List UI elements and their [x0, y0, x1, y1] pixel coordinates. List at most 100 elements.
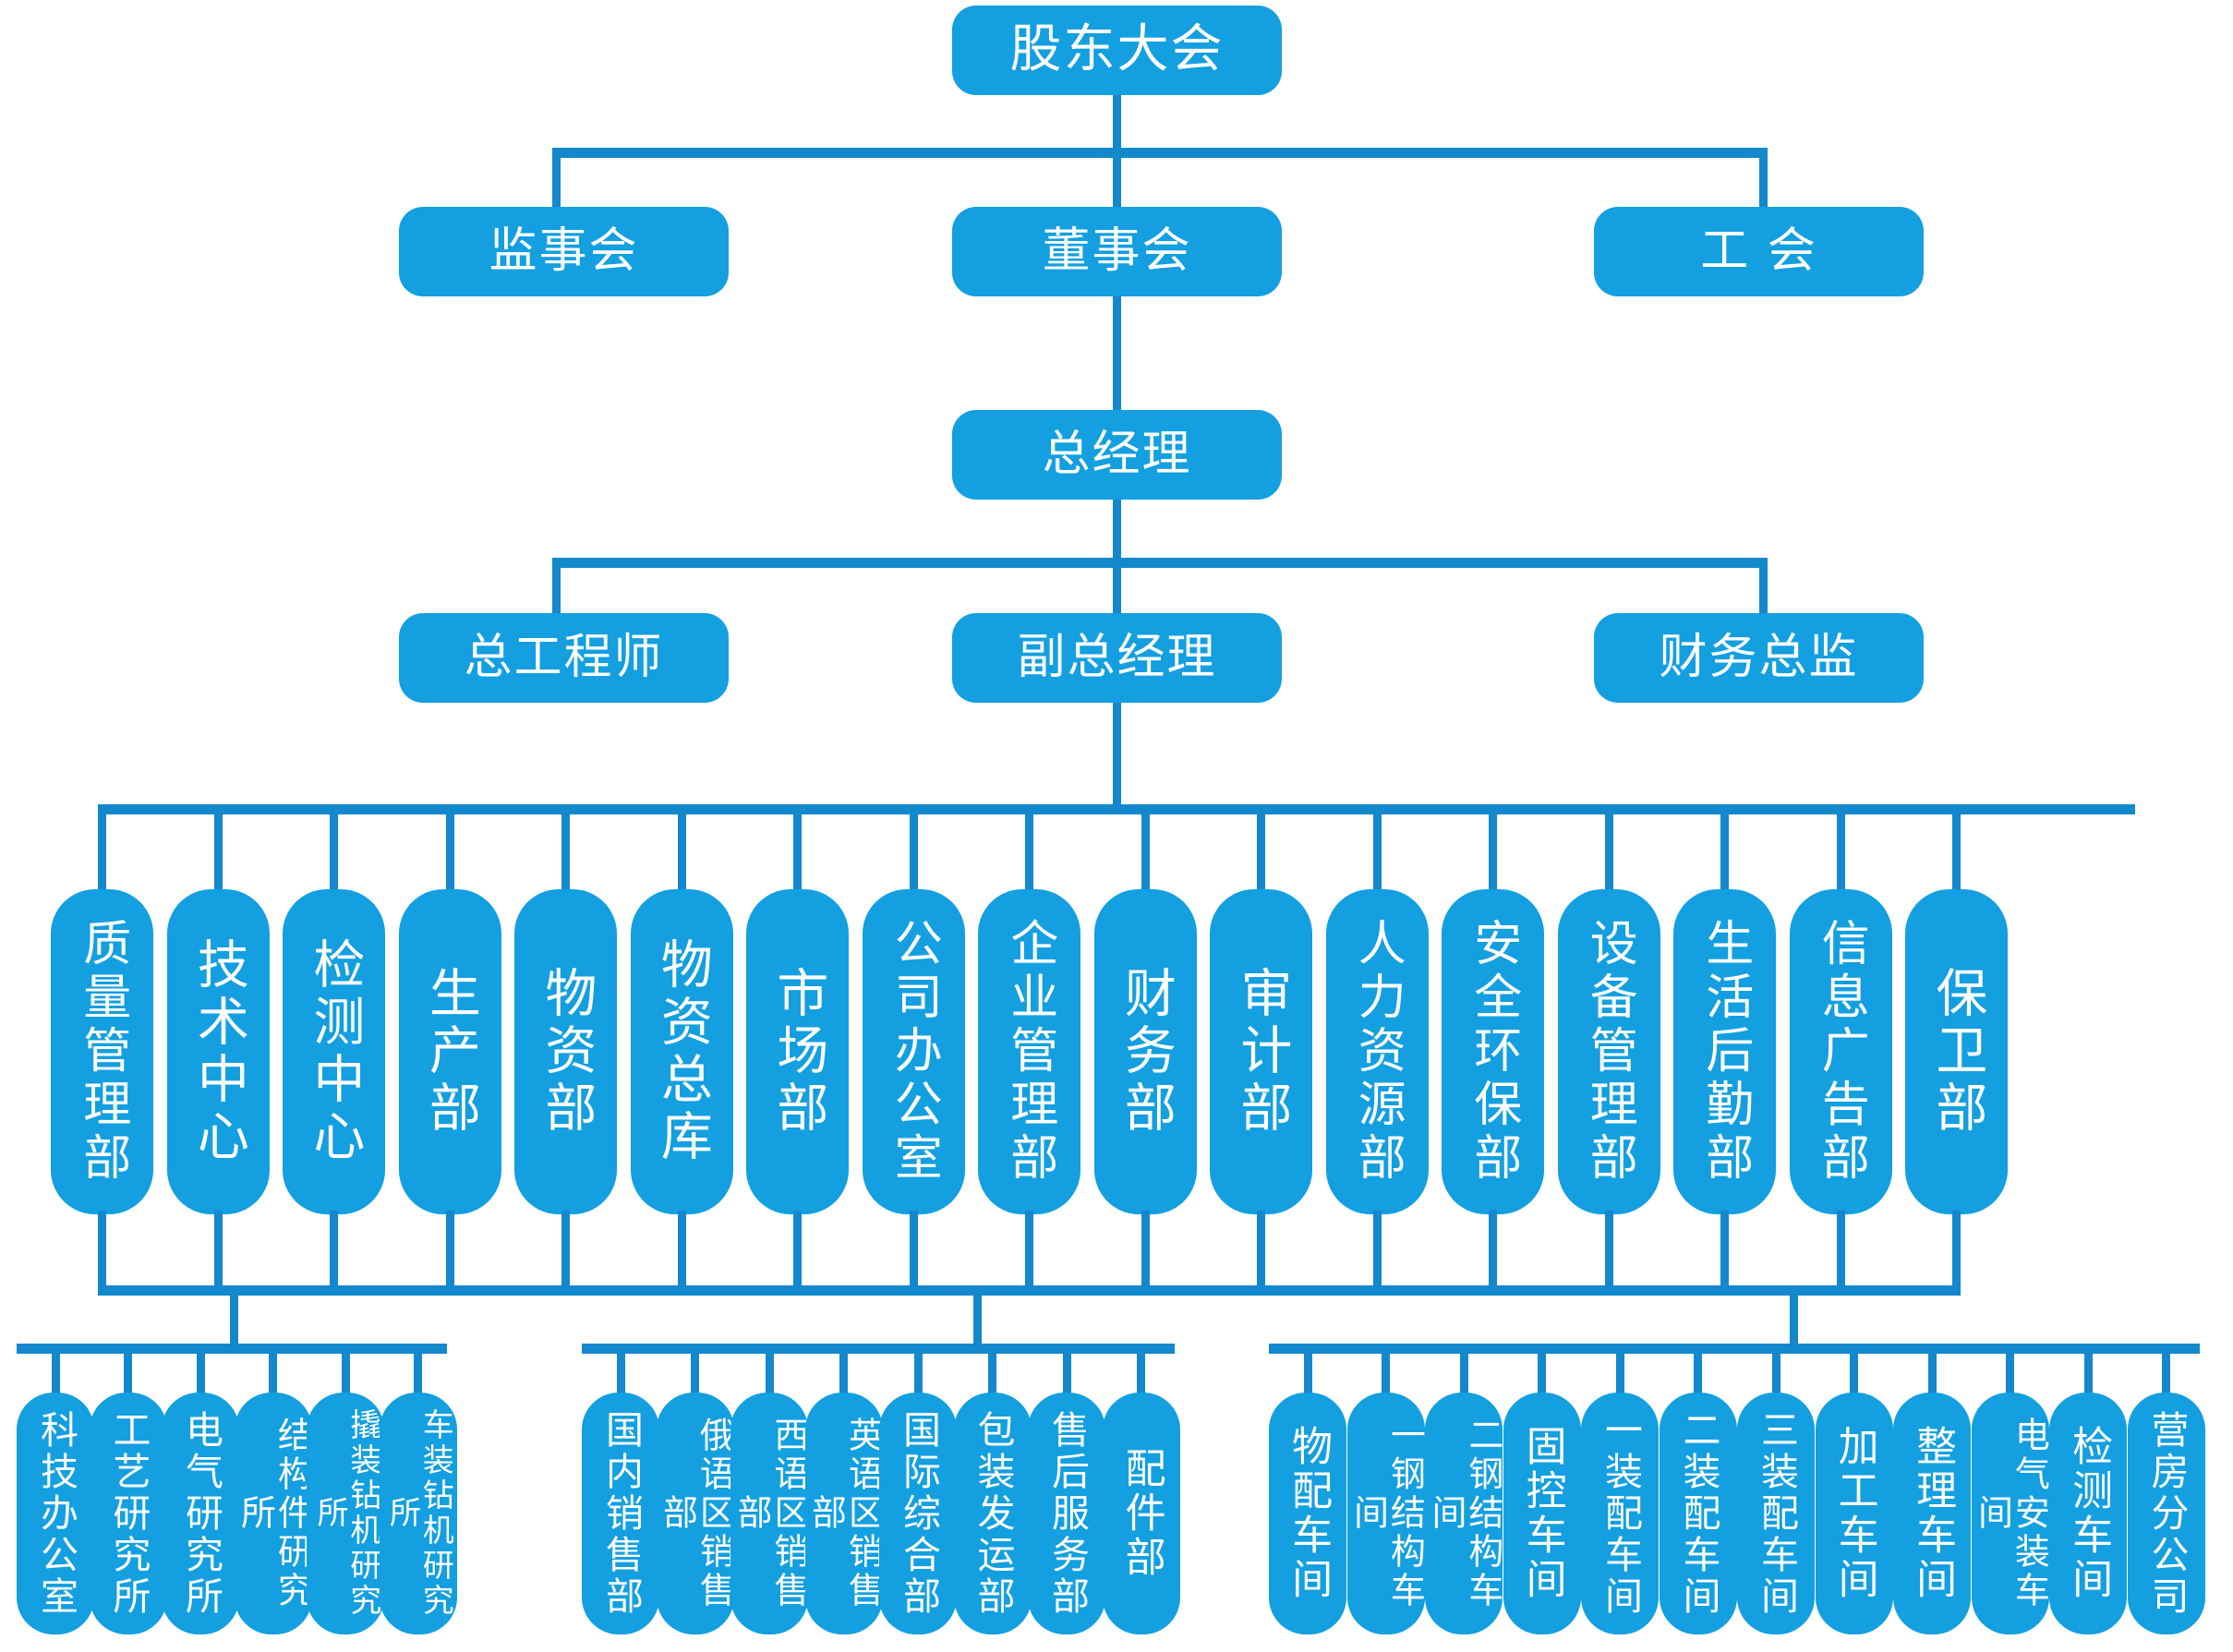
subgroup-node[interactable]: 配件部 — [1102, 1393, 1180, 1634]
subgroup-node[interactable]: 国内销售部 — [582, 1393, 659, 1634]
connector-l2-drop-3 — [1759, 148, 1768, 207]
department-node[interactable]: 物资部 — [514, 889, 617, 1214]
department-node[interactable]: 财务部 — [1093, 889, 1197, 1214]
node-deputy-general-manager[interactable]: 副总经理 — [952, 613, 1282, 703]
node-general-manager[interactable]: 总经理 — [952, 410, 1282, 500]
subgroup-node[interactable]: 工艺研究所 — [89, 1393, 167, 1634]
connector-l4-bus — [552, 558, 1768, 568]
subgroup-node[interactable]: 俄语区销售部 — [656, 1393, 734, 1634]
connector-department-drop-8 — [909, 804, 918, 893]
connector-department-stub-16 — [1836, 1211, 1845, 1293]
connector-subgroup-drop — [341, 1344, 350, 1398]
connector-l4-drop-3 — [1759, 558, 1768, 613]
subgroup-node[interactable]: 科技办公室 — [17, 1393, 94, 1634]
connector-department-stub-3 — [330, 1211, 338, 1293]
connector-group-production-riser — [1790, 1285, 1798, 1350]
department-node[interactable]: 人力资源部 — [1325, 889, 1429, 1214]
connector-subgroup-drop — [414, 1344, 422, 1398]
subgroup-node[interactable]: 电气研究所 — [162, 1393, 239, 1634]
connector-department-drop-17 — [1952, 804, 1961, 893]
department-node[interactable]: 企业管理部 — [978, 889, 1080, 1214]
connector-department-stub-6 — [677, 1211, 686, 1293]
connector-subgroup-drop — [1382, 1344, 1390, 1398]
connector-department-drop-15 — [1720, 804, 1729, 893]
connector-department-drop-14 — [1604, 804, 1613, 893]
connector-department-drop-3 — [330, 804, 338, 893]
department-node[interactable]: 生产部 — [398, 889, 501, 1214]
subgroup-node[interactable]: 加工车间 — [1815, 1393, 1893, 1634]
department-node[interactable]: 生活后勤部 — [1673, 889, 1776, 1214]
connector-department-stub-10 — [1141, 1211, 1150, 1293]
subgroup-node[interactable]: 包装发运部 — [953, 1393, 1032, 1634]
connector-department-drop-10 — [1141, 804, 1150, 893]
subgroup-node[interactable]: 结构件研究所 — [234, 1393, 312, 1634]
subgroup-node[interactable]: 一钢结构车间 — [1346, 1393, 1425, 1634]
subgroup-node[interactable]: 车装钻机研究所 — [379, 1393, 457, 1634]
node-financial-director[interactable]: 财务总监 — [1594, 613, 1924, 703]
connector-department-drop-4 — [445, 804, 454, 893]
connector-subgroup-drop — [1459, 1344, 1468, 1398]
connector-department-drop-11 — [1257, 804, 1265, 893]
connector-department-drop-7 — [793, 804, 802, 893]
connector-department-stub-13 — [1489, 1211, 1497, 1293]
subgroup-node[interactable]: 三装配车间 — [1737, 1393, 1815, 1634]
connector-l2-l3 — [1113, 296, 1121, 413]
department-node[interactable]: 市场部 — [746, 889, 849, 1214]
node-board-of-directors[interactable]: 董事会 — [952, 207, 1282, 296]
connector-subgroup-drop — [1850, 1344, 1858, 1398]
department-node[interactable]: 质量管理部 — [51, 889, 153, 1214]
subgroup-node[interactable]: 检测车间 — [2049, 1393, 2127, 1634]
connector-department-drop-13 — [1489, 804, 1497, 893]
connector-subgroup-drop — [1771, 1344, 1780, 1398]
department-node[interactable]: 设备管理部 — [1557, 889, 1660, 1214]
connector-subgroup-drop — [269, 1344, 277, 1398]
department-node[interactable]: 安全环保部 — [1442, 889, 1544, 1214]
connector-department-stub-2 — [213, 1211, 223, 1293]
connector-department-drop-16 — [1836, 804, 1845, 893]
connector-subgroup-drop — [1538, 1344, 1546, 1398]
subgroup-node[interactable]: 物配车间 — [1269, 1393, 1346, 1634]
connector-group-market-bus — [582, 1344, 1175, 1354]
connector-l1-stem — [1113, 95, 1121, 152]
node-labor-union[interactable]: 工 会 — [1594, 207, 1924, 296]
department-node[interactable]: 信息广告部 — [1789, 889, 1892, 1214]
connector-subgroup-drop — [2083, 1344, 2093, 1398]
node-shareholders-meeting[interactable]: 股东大会 — [952, 6, 1282, 95]
connector-l2-drop-1 — [552, 148, 561, 207]
connector-subgroup-drop — [196, 1344, 205, 1398]
subgroup-node[interactable]: 整理车间 — [1893, 1393, 1971, 1634]
subgroup-node[interactable]: 营房分公司 — [2127, 1393, 2205, 1634]
subgroup-node[interactable]: 一装配车间 — [1581, 1393, 1659, 1634]
subgroup-node[interactable]: 撬装钻机研究所 — [307, 1393, 384, 1634]
connector-department-stub-12 — [1372, 1211, 1382, 1293]
department-node[interactable]: 检测中心 — [283, 889, 385, 1214]
connector-department-stub-1 — [98, 1211, 106, 1293]
department-node[interactable]: 技术中心 — [166, 889, 270, 1214]
connector-subgroup-drop — [765, 1344, 774, 1398]
subgroup-node[interactable]: 西语区销售部 — [730, 1393, 809, 1634]
subgroup-node[interactable]: 电气安装车间 — [1971, 1393, 2049, 1634]
department-node[interactable]: 保卫部 — [1905, 889, 2008, 1214]
connector-subgroup-drop — [2006, 1344, 2014, 1398]
subgroup-node[interactable]: 固控车间 — [1503, 1393, 1581, 1634]
subgroup-node[interactable]: 英语区销售部 — [804, 1393, 883, 1634]
connector-department-stub-17 — [1952, 1211, 1961, 1293]
connector-department-stub-11 — [1257, 1211, 1265, 1293]
connector-subgroup-drop — [1303, 1344, 1312, 1398]
department-node[interactable]: 公司办公室 — [862, 889, 965, 1214]
subgroup-node[interactable]: 二钢结构车间 — [1425, 1393, 1503, 1634]
connector-department-drop-9 — [1025, 804, 1033, 893]
node-board-of-supervisors[interactable]: 监事会 — [399, 207, 729, 296]
department-node[interactable]: 物资总库 — [630, 889, 733, 1214]
connector-subgroup-drop — [616, 1344, 625, 1398]
connector-l4-drop-2 — [1113, 558, 1121, 613]
connector-group-technical-riser — [230, 1285, 238, 1350]
connector-subgroup-drop — [51, 1344, 60, 1398]
node-chief-engineer[interactable]: 总工程师 — [399, 613, 729, 703]
subgroup-node[interactable]: 售后服务部 — [1028, 1393, 1105, 1634]
connector-subgroup-drop — [1137, 1344, 1145, 1398]
connector-group-production-bus — [1269, 1344, 2200, 1354]
department-node[interactable]: 审计部 — [1210, 889, 1312, 1214]
subgroup-node[interactable]: 二装配车间 — [1659, 1393, 1737, 1634]
subgroup-node[interactable]: 国际综合部 — [879, 1393, 957, 1634]
